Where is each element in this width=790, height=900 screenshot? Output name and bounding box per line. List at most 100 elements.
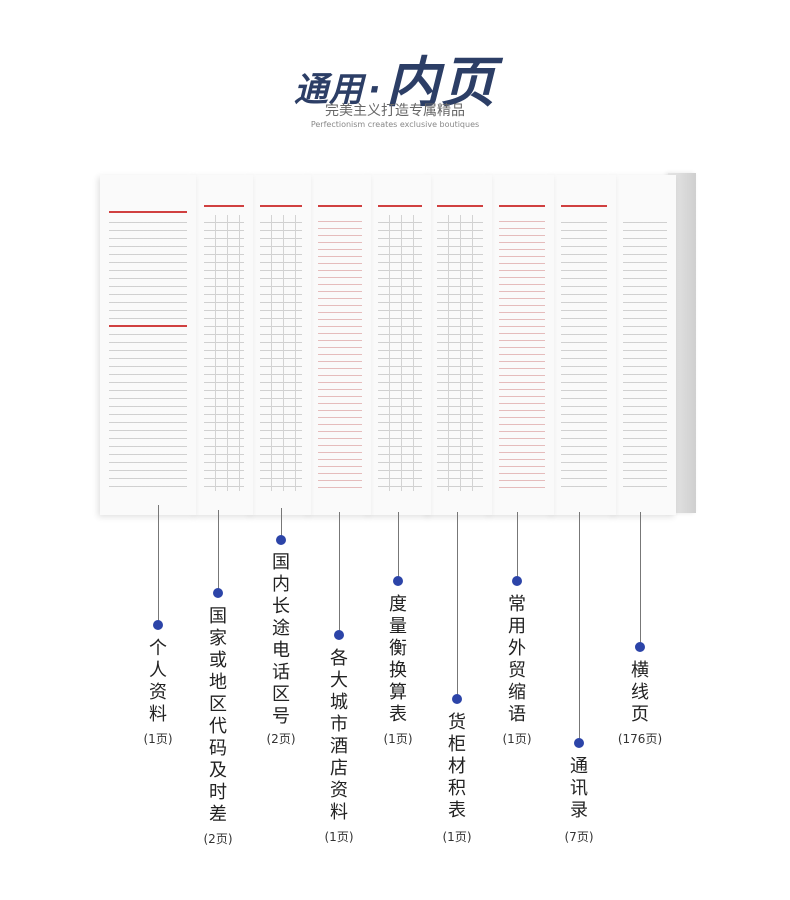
- section-label-9: 横线页: [629, 660, 651, 726]
- label-char: 大: [330, 670, 348, 691]
- page-count-2: (2页): [203, 832, 233, 846]
- marker-dot-6: [452, 694, 462, 704]
- page-count-9: (176页): [617, 732, 663, 746]
- label-char: 代: [209, 716, 227, 737]
- label-char: 度: [389, 594, 407, 615]
- red-rule: [260, 205, 302, 207]
- red-rule: [499, 205, 545, 207]
- page-count-7: (1页): [502, 732, 532, 746]
- section-label-5: 度量衡换算表: [387, 594, 409, 726]
- label-char: 表: [448, 800, 466, 821]
- label-char: 店: [330, 758, 348, 779]
- label-char: 地: [209, 672, 227, 693]
- red-rule: [561, 205, 607, 207]
- title-big: 内页: [385, 51, 496, 114]
- marker-dot-8: [574, 738, 584, 748]
- label-char: 区: [272, 684, 290, 705]
- section-label-1: 个人资料: [147, 638, 169, 726]
- page-sheet-2: [195, 175, 253, 515]
- conversion-table: [378, 215, 422, 491]
- label-char: 线: [631, 682, 649, 703]
- label-char: 常: [508, 594, 526, 615]
- connector-line-2: [218, 510, 219, 592]
- label-char: 国: [272, 552, 290, 573]
- label-char: 材: [448, 756, 466, 777]
- container-table: [437, 215, 483, 491]
- page-sheet-9: [614, 175, 676, 515]
- label-char: 途: [272, 618, 290, 639]
- connector-line-5: [398, 512, 399, 580]
- title-small: 通用: [294, 70, 365, 110]
- ruled-lines: [623, 215, 667, 491]
- page-sheet-4: [309, 175, 371, 515]
- label-char: 电: [272, 640, 290, 661]
- label-char: 量: [389, 616, 407, 637]
- page-title: 通用·内页: [0, 38, 790, 117]
- section-label-2: 国家或地区代码及时差: [207, 606, 229, 826]
- red-rule: [204, 205, 244, 207]
- section-label-7: 常用外贸缩语: [506, 594, 528, 726]
- label-char: 或: [209, 650, 227, 671]
- label-char: 货: [448, 712, 466, 733]
- label-char: 码: [209, 738, 227, 759]
- label-char: 料: [149, 704, 167, 725]
- label-char: 话: [272, 662, 290, 683]
- abbrev-lines: [499, 215, 545, 491]
- connector-line-9: [640, 512, 641, 646]
- area-code-table: [260, 215, 302, 491]
- red-rule: [318, 205, 362, 207]
- label-char: 长: [272, 596, 290, 617]
- page-count-4: (1页): [324, 830, 354, 844]
- connector-line-7: [517, 512, 518, 580]
- profile-lines: [109, 215, 187, 491]
- label-char: 各: [330, 648, 348, 669]
- label-char: 缩: [508, 682, 526, 703]
- country-code-table: [204, 215, 244, 491]
- connector-line-3: [281, 508, 282, 538]
- section-label-8: 通讯录: [568, 756, 590, 822]
- marker-dot-5: [393, 576, 403, 586]
- marker-dot-7: [512, 576, 522, 586]
- connector-line-8: [579, 512, 580, 742]
- label-char: 人: [149, 660, 167, 681]
- red-rule: [437, 205, 483, 207]
- label-char: 家: [209, 628, 227, 649]
- label-char: 贸: [508, 660, 526, 681]
- label-char: 用: [508, 616, 526, 637]
- label-char: 料: [330, 802, 348, 823]
- red-rule: [378, 205, 422, 207]
- marker-dot-9: [635, 642, 645, 652]
- marker-dot-3: [276, 535, 286, 545]
- page-sheet-6: [428, 175, 492, 515]
- section-label-4: 各大城市酒店资料: [328, 648, 350, 824]
- label-char: 页: [631, 704, 649, 725]
- label-char: 内: [272, 574, 290, 595]
- label-char: 及: [209, 760, 227, 781]
- hotel-lines: [318, 215, 362, 491]
- section-label-6: 货柜材积表: [446, 712, 468, 822]
- label-char: 积: [448, 778, 466, 799]
- label-char: 表: [389, 704, 407, 725]
- connector-line-6: [457, 512, 458, 698]
- connector-line-4: [339, 512, 340, 634]
- label-char: 市: [330, 714, 348, 735]
- label-char: 资: [330, 780, 348, 801]
- label-char: 国: [209, 606, 227, 627]
- label-char: 语: [508, 704, 526, 725]
- marker-dot-4: [334, 630, 344, 640]
- page-count-1: (1页): [143, 732, 173, 746]
- label-char: 差: [209, 804, 227, 825]
- label-char: 换: [389, 660, 407, 681]
- page-count-8: (7页): [564, 830, 594, 844]
- red-rule: [109, 325, 187, 327]
- page-sheet-8: [552, 175, 616, 515]
- marker-dot-1: [153, 620, 163, 630]
- subtitle-en: Perfectionism creates exclusive boutique…: [310, 120, 480, 129]
- label-char: 衡: [389, 638, 407, 659]
- label-char: 外: [508, 638, 526, 659]
- page-count-3: (2页): [266, 732, 296, 746]
- marker-dot-2: [213, 588, 223, 598]
- label-char: 横: [631, 660, 649, 681]
- page-sheet-5: [369, 175, 431, 515]
- red-rule: [109, 211, 187, 213]
